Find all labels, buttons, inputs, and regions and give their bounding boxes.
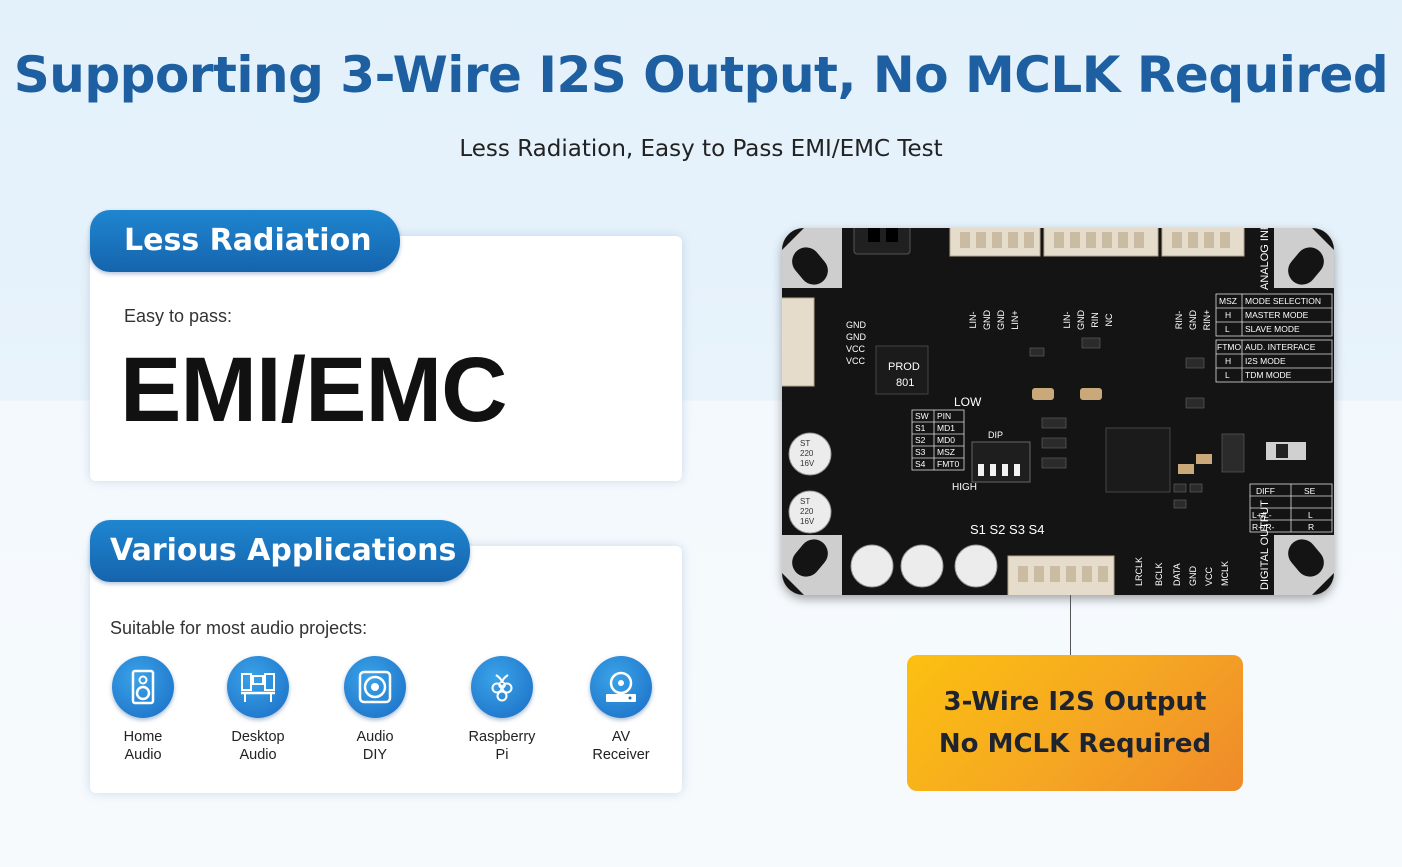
sw-key: S2: [915, 435, 926, 445]
woofer-icon: [344, 656, 406, 718]
page-subtitle: Less Radiation, Easy to Pass EMI/EMC Tes…: [459, 136, 943, 162]
svg-text:ST: ST: [800, 439, 810, 448]
pcb-label: GND: [846, 332, 867, 342]
mode-value: MODE SELECTION: [1245, 296, 1321, 306]
desktop-speakers-icon: [227, 656, 289, 718]
high-label: HIGH: [952, 482, 977, 493]
radiation-tag: Less Radiation: [90, 210, 400, 272]
mode-value: TDM MODE: [1245, 370, 1292, 380]
pcb-label: GND: [1188, 310, 1198, 331]
sw-value: MD0: [937, 435, 955, 445]
svg-text:16V: 16V: [800, 459, 815, 468]
svg-text:ST: ST: [800, 497, 810, 506]
chip-label-2: 801: [896, 377, 914, 389]
applications-tag: Various Applications: [90, 520, 470, 582]
app-label: AV Receiver: [592, 729, 650, 763]
mode-value: I2S MODE: [1245, 356, 1286, 366]
pcb-label: GND: [1076, 310, 1086, 331]
app-label: Desktop Audio: [231, 729, 285, 763]
app-label: Audio DIY: [356, 729, 394, 763]
callout-line-2: No MCLK Required: [938, 729, 1212, 759]
speaker-icon: [112, 656, 174, 718]
raspberry-pi-icon: [471, 656, 533, 718]
pcb-label: LIN-: [1062, 311, 1072, 328]
diff-value: R: [1308, 522, 1314, 532]
pcb-label: LRCLK: [1134, 557, 1144, 586]
pcb-label: LIN-: [968, 311, 978, 328]
dac-board-image: LIN- GND GND LIN+ LIN- GND RIN NC RIN- G…: [782, 228, 1334, 595]
diff-value: L: [1308, 510, 1313, 520]
pcb-label: VCC: [1204, 566, 1214, 586]
mode-key: L: [1225, 324, 1230, 334]
sw-value: FMT0: [937, 459, 959, 469]
sw-value: PIN: [937, 411, 951, 421]
sw-key: S4: [915, 459, 926, 469]
pcb-label: RIN+: [1202, 310, 1212, 331]
pcb-label: DATA: [1172, 563, 1182, 586]
pcb-label: VCC: [846, 344, 866, 354]
pcb-label: GND: [1188, 566, 1198, 587]
mode-key: H: [1225, 310, 1231, 320]
app-home-audio: Home Audio: [88, 656, 198, 764]
sw-key: S1: [915, 423, 926, 433]
page-title: Supporting 3-Wire I2S Output, No MCLK Re…: [13, 46, 1389, 104]
pcb-label: RIN: [1090, 312, 1100, 328]
low-label: LOW: [954, 395, 982, 409]
app-label: Home Audio: [123, 729, 163, 763]
app-label: Raspberry Pi: [468, 729, 536, 763]
app-av-receiver: AV Receiver: [566, 656, 676, 764]
svg-text:220: 220: [800, 507, 814, 516]
pcb-label: LIN+: [1010, 310, 1020, 329]
diff-key: R+/R-: [1252, 522, 1275, 532]
pcb-label: VCC: [846, 356, 866, 366]
chip-label-1: PROD: [888, 361, 920, 373]
svg-text:220: 220: [800, 449, 814, 458]
mode-value: AUD. INTERFACE: [1245, 342, 1316, 352]
pcb-label: RIN-: [1174, 311, 1184, 330]
analog-input-label: ANALOG INPUT: [1259, 228, 1271, 290]
sw-value: MSZ: [937, 447, 955, 457]
sw-key: SW: [915, 411, 929, 421]
mode-value: MASTER MODE: [1245, 310, 1309, 320]
mode-key: L: [1225, 370, 1230, 380]
mode-value: SLAVE MODE: [1245, 324, 1300, 334]
app-desktop-audio: Desktop Audio: [203, 656, 313, 764]
diff-key: DIFF: [1256, 486, 1275, 496]
svg-text:16V: 16V: [800, 517, 815, 526]
callout-line: [1070, 595, 1071, 657]
switch-labels: S1 S2 S3 S4: [970, 522, 1044, 537]
pcb-label: BCLK: [1154, 562, 1164, 586]
callout-line-1: 3-Wire I2S Output: [943, 687, 1207, 717]
mode-key: MSZ: [1219, 296, 1237, 306]
diff-key: L+/L-: [1252, 510, 1272, 520]
dip-label: DIP: [988, 430, 1003, 440]
mode-key: FTMO: [1217, 342, 1241, 352]
app-audio-diy: Audio DIY: [320, 656, 430, 764]
radiation-card: [90, 236, 682, 481]
emi-emc-headline: EMI/EMC: [120, 339, 508, 441]
sw-value: MD1: [937, 423, 955, 433]
applications-intro: Suitable for most audio projects:: [110, 618, 368, 638]
pcb-label: NC: [1104, 313, 1114, 326]
mode-key: H: [1225, 356, 1231, 366]
pcb-label: MCLK: [1220, 561, 1230, 586]
radiation-intro: Easy to pass:: [124, 306, 233, 326]
receiver-icon: [590, 656, 652, 718]
pcb-label: GND: [982, 310, 992, 331]
diff-value: SE: [1304, 486, 1316, 496]
app-raspberry-pi: Raspberry Pi: [447, 656, 557, 764]
digital-output-label: DIGITAL OUTPUT: [1259, 500, 1271, 590]
pcb-label: GND: [996, 310, 1006, 331]
sw-key: S3: [915, 447, 926, 457]
pcb-label: GND: [846, 320, 867, 330]
i2s-callout: 3-Wire I2S Output No MCLK Required: [907, 655, 1243, 791]
